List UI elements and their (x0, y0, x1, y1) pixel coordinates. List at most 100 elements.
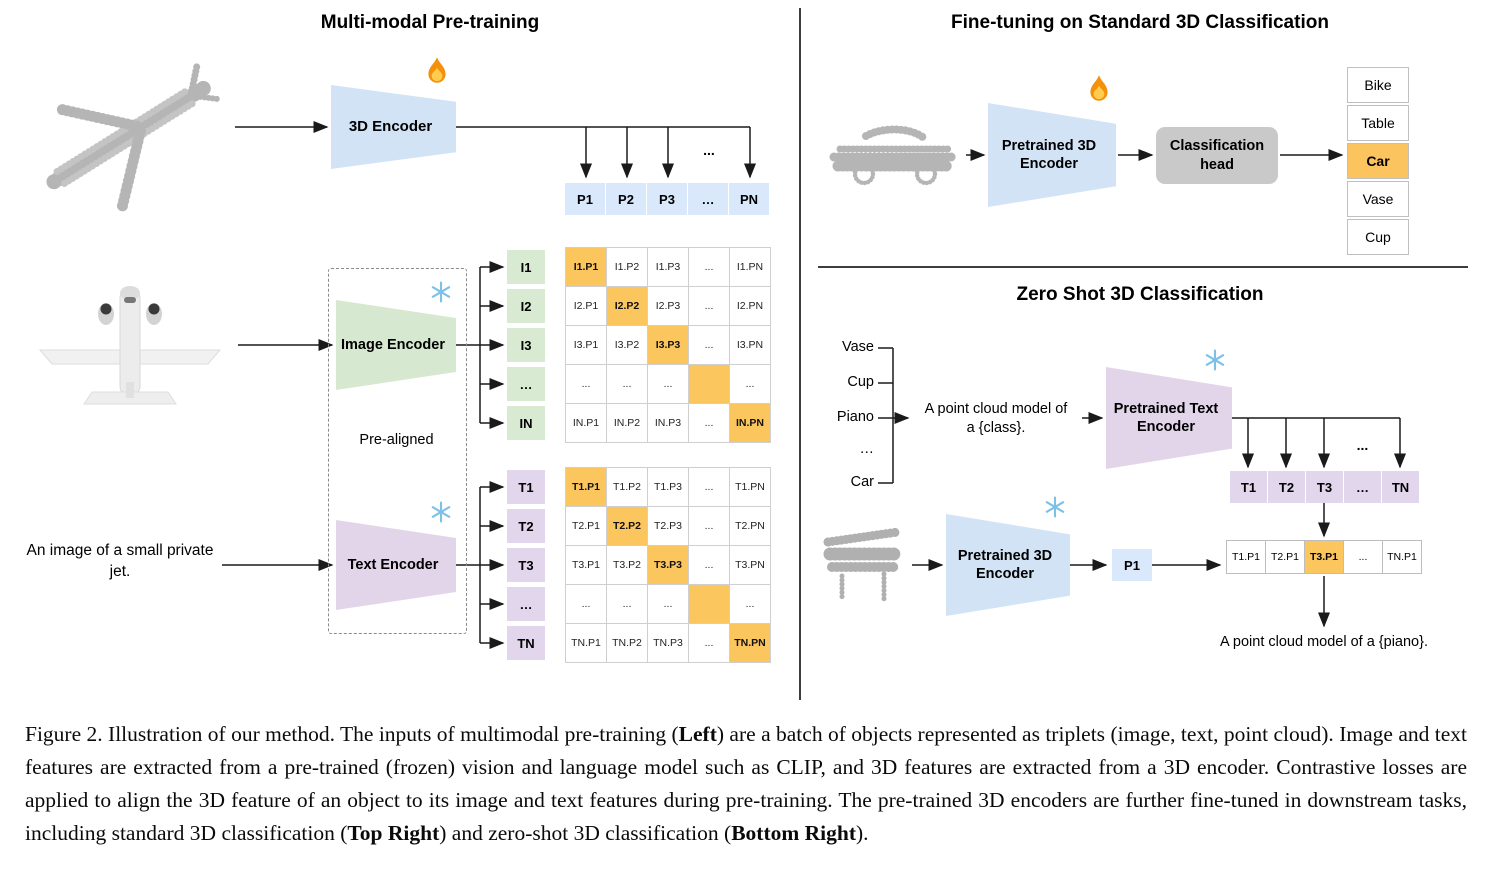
matrix-cell: ... (689, 287, 729, 325)
p-cell: … (688, 183, 728, 215)
pretrained-text-encoder: Pretrained Text Encoder (1106, 367, 1232, 469)
matrix-cell: TN.P3 (648, 624, 688, 662)
matrix-cell: ... (689, 546, 729, 584)
zs-pretrained-3d-encoder: Pretrained 3D Encoder (946, 514, 1070, 616)
text-encoder-label: Text Encoder (347, 556, 439, 573)
matrix-cell: TN.PN (730, 624, 770, 662)
matrix-cell: T2.P3 (648, 507, 688, 545)
t-cell: T3 (1306, 471, 1343, 503)
matrix-cell: I3.P1 (566, 326, 606, 364)
zs-class-name: Piano (836, 409, 874, 425)
i-cell: … (507, 367, 545, 401)
image-point-similarity-matrix: I1.P1 I1.P2 I1.P3 ... I1.PN I2.P1 I2.P2 … (565, 247, 771, 443)
finetuning-title: Fine-tuning on Standard 3D Classificatio… (951, 12, 1329, 33)
3d-encoder: 3D Encoder (331, 85, 456, 169)
matrix-cell: T1.PN (730, 468, 770, 506)
matrix-cell: T1.P1 (566, 468, 606, 506)
matrix-cell: TN.P1 (566, 624, 606, 662)
point-feature-row: P1 P2 P3 … PN (565, 183, 769, 215)
i-cell: I1 (507, 250, 545, 284)
airplane-image (38, 286, 222, 405)
class-cell: Vase (1347, 181, 1409, 217)
pretrained-3d-encoder-label: Pretrained 3D Encoder (1001, 137, 1097, 172)
matrix-cell: I1.P3 (648, 248, 688, 286)
matrix-cell (689, 365, 729, 403)
prompt-line-1: A point cloud model of (924, 401, 1068, 417)
t-cell: T1 (1230, 471, 1267, 503)
pre-aligned-box (328, 268, 467, 634)
matrix-cell: I1.P2 (607, 248, 647, 286)
result-cell: ... (1344, 541, 1382, 573)
class-cell: Cup (1347, 219, 1409, 255)
zs-result-caption: A point cloud model of a {piano}. (1220, 634, 1428, 650)
t-cell: … (1344, 471, 1381, 503)
class-list: Bike Table Car Vase Cup (1347, 67, 1409, 255)
classification-head-label: Classification head (1169, 138, 1265, 173)
t-cell: TN (1382, 471, 1419, 503)
p-cell: P3 (647, 183, 687, 215)
class-cell-highlighted: Car (1347, 143, 1409, 179)
text-feature-labels: T1 T2 T3 … TN (507, 470, 545, 660)
airplane-point-cloud (46, 60, 220, 214)
zs-text-feature-row: T1 T2 T3 … TN (1230, 471, 1419, 503)
image-encoder: Image Encoder (336, 300, 456, 390)
matrix-cell: IN.P2 (607, 404, 647, 442)
matrix-cell: IN.P3 (648, 404, 688, 442)
ellipsis-label: ... (1356, 437, 1369, 453)
matrix-cell: ... (566, 365, 606, 403)
horizontal-panel-divider (818, 266, 1468, 268)
matrix-cell: TN.P2 (607, 624, 647, 662)
matrix-cell (689, 585, 729, 623)
matrix-cell: ... (689, 507, 729, 545)
zs-class-name: … (859, 441, 875, 457)
matrix-cell: ... (689, 624, 729, 662)
figure-caption: Figure 2. Illustration of our method. Th… (25, 722, 1467, 845)
pretraining-title: Multi-modal Pre-training (320, 12, 540, 33)
snowflake-icon (1045, 496, 1065, 518)
matrix-cell: T3.P2 (607, 546, 647, 584)
matrix-cell: ... (689, 404, 729, 442)
matrix-cell: T3.PN (730, 546, 770, 584)
matrix-cell: T1.P3 (648, 468, 688, 506)
car-point-cloud (829, 125, 959, 186)
pretrained-3d-encoder: Pretrained 3D Encoder (988, 103, 1116, 207)
i-cell: I2 (507, 289, 545, 323)
matrix-cell: ... (648, 365, 688, 403)
zeroshot-title: Zero Shot 3D Classification (1016, 284, 1264, 305)
text-input-caption: An image of a small private jet. (26, 542, 214, 580)
classification-head: Classification head (1156, 127, 1278, 184)
piano-point-cloud (823, 527, 903, 603)
matrix-cell: ... (566, 585, 606, 623)
matrix-cell: I1.PN (730, 248, 770, 286)
matrix-cell: ... (607, 365, 647, 403)
vertical-panel-divider (799, 8, 801, 700)
matrix-cell: T3.P3 (648, 546, 688, 584)
ellipsis-label: ... (703, 142, 715, 158)
matrix-cell: ... (689, 468, 729, 506)
zs-point-feature-cell: P1 (1112, 549, 1152, 581)
i-cell: I3 (507, 328, 545, 362)
snowflake-icon (431, 501, 451, 523)
fire-icon (428, 57, 446, 83)
matrix-cell: ... (730, 365, 770, 403)
matrix-cell: IN.P1 (566, 404, 606, 442)
matrix-cell: T1.P2 (607, 468, 647, 506)
matrix-cell: ... (689, 326, 729, 364)
matrix-cell: IN.PN (730, 404, 770, 442)
matrix-cell: ... (648, 585, 688, 623)
matrix-cell: T2.PN (730, 507, 770, 545)
matrix-cell: T3.P1 (566, 546, 606, 584)
t-cell: T3 (507, 548, 545, 582)
3d-encoder-label: 3D Encoder (348, 117, 433, 135)
text-point-similarity-matrix: T1.P1 T1.P2 T1.P3 ... T1.PN T2.P1 T2.P2 … (565, 467, 771, 663)
t-cell: … (507, 587, 545, 621)
pre-aligned-label: Pre-aligned (359, 432, 434, 448)
snowflake-icon (1205, 349, 1225, 371)
matrix-cell: ... (689, 248, 729, 286)
matrix-cell: T2.P2 (607, 507, 647, 545)
t-cell: T1 (507, 470, 545, 504)
result-cell: T2.P1 (1266, 541, 1304, 573)
matrix-cell: I3.PN (730, 326, 770, 364)
zs-class-name: Cup (847, 374, 874, 390)
